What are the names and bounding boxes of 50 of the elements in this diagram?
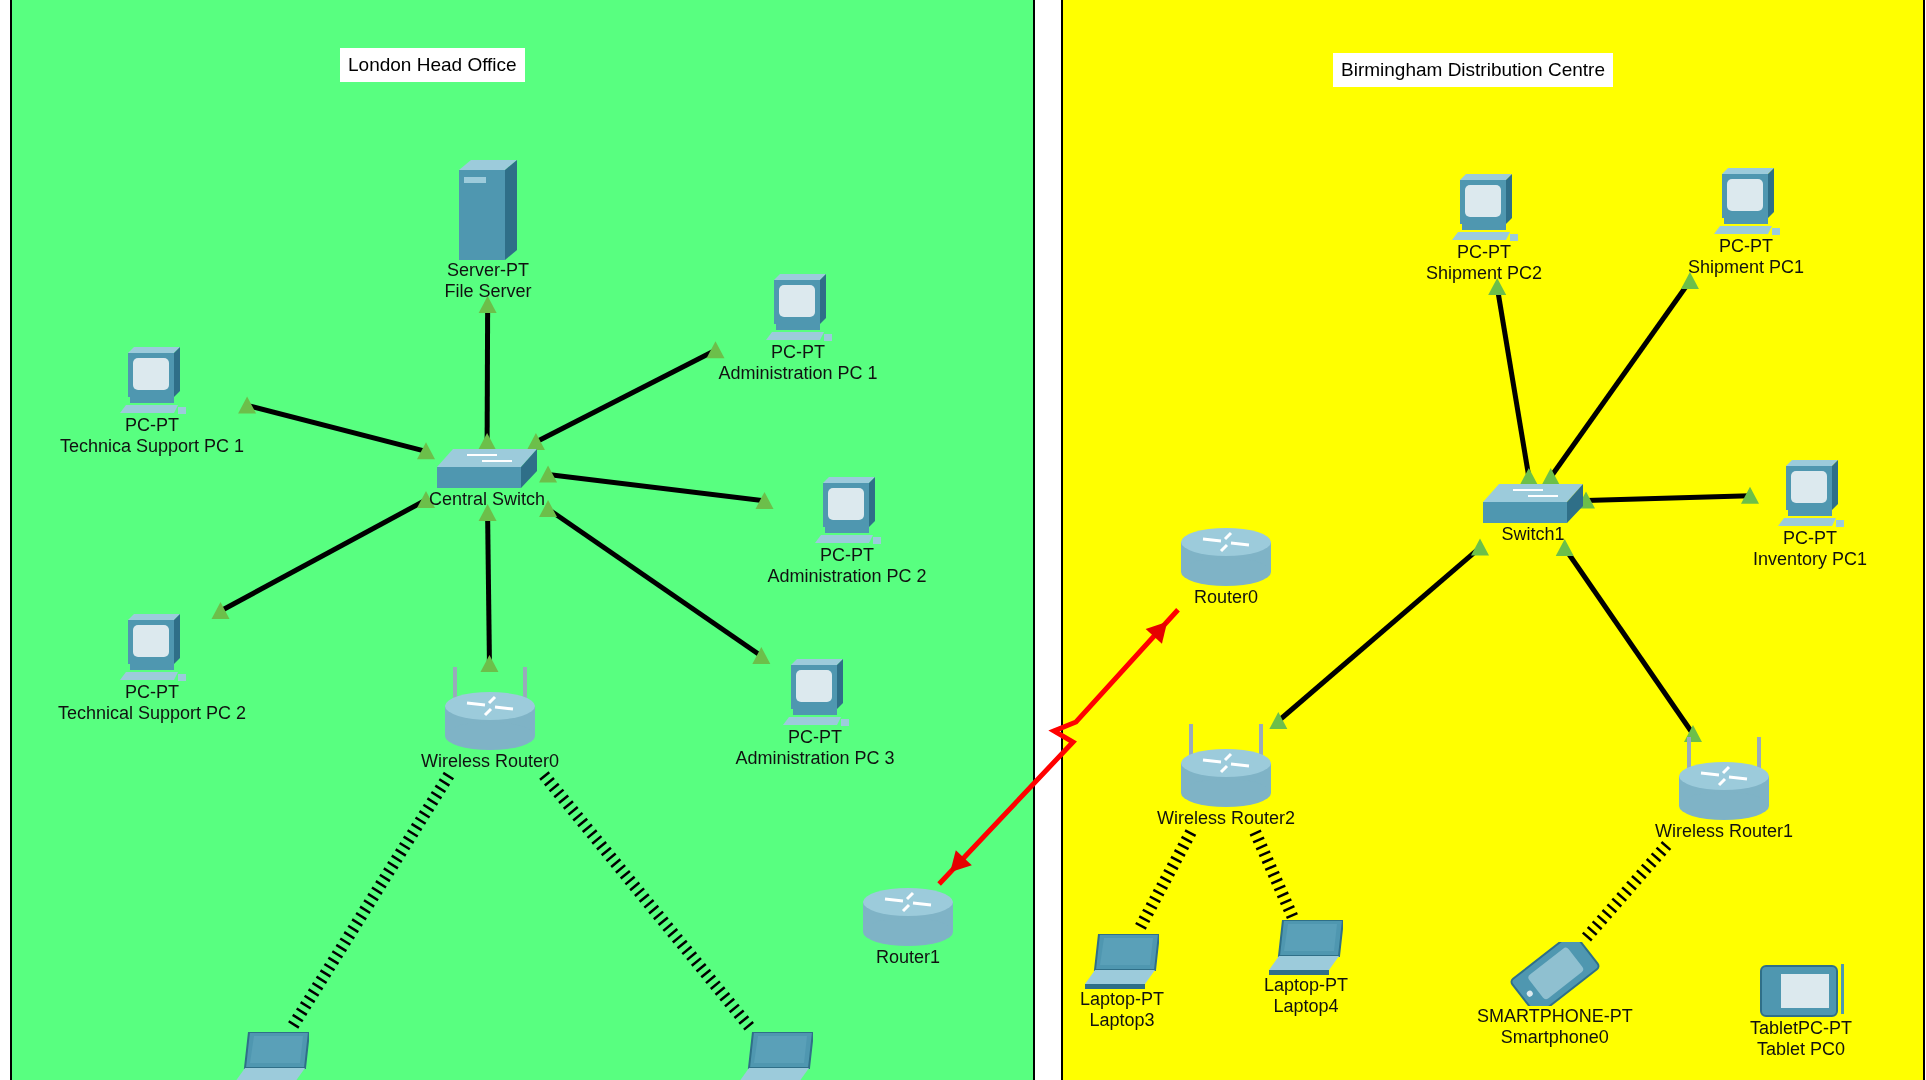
cable-line [1555,539,1702,742]
cable-line [478,296,497,450]
device-type-label: Laptop-PT [1080,989,1165,1010]
cable-line [1269,538,1489,729]
cable-line [526,341,725,450]
device-name-label: Router0 [1193,587,1258,608]
device-type-label: Server-PT [447,260,529,281]
cable-line [478,504,499,672]
device-type-label: PC-PT [125,682,180,703]
cable-line [539,465,774,509]
device-name-label: Wireless Router1 [1655,821,1794,842]
device-name-label: Router1 [875,947,940,968]
device-name-label: Technical Support PC 2 [58,703,247,724]
device-type-label: PC-PT [1719,236,1774,257]
device-name-label: Shipment PC1 [1688,257,1805,278]
site-area [10,0,1035,1080]
device-type-label: PC-PT [1457,242,1512,263]
serial-link [937,608,1180,886]
device-type-label: PC-PT [771,342,826,363]
device-name-label: Switch1 [1501,524,1565,545]
device-type-label: PC-PT [125,415,180,436]
device-name-label: Tablet PC0 [1757,1039,1846,1060]
device-name-label: Laptop3 [1089,1010,1155,1031]
device-name-label: File Server [444,281,532,302]
device-type-label: TabletPC-PT [1750,1018,1853,1039]
device-name-label: Laptop4 [1273,996,1339,1017]
cable-line [539,500,771,664]
cable-line [1541,272,1699,485]
device-name-label: Shipment PC2 [1426,263,1543,284]
device-name-label: Central Switch [429,489,546,510]
device-name-label: Administration PC 2 [767,566,927,587]
cable-line [1488,278,1538,485]
device-name-label: Wireless Router0 [421,751,560,772]
device-name-label: Smartphone0 [1500,1027,1609,1048]
wireless-link [1580,841,1672,943]
device-type-label: PC-PT [1783,528,1838,549]
device-name-label: Wireless Router2 [1157,808,1296,829]
device-type-label: PC-PT [820,545,875,566]
device-type-label: SMARTPHONE-PT [1477,1006,1633,1027]
site-area [1061,0,1925,1080]
site-title: London Head Office [340,48,525,82]
site-title: Birmingham Distribution Centre [1333,53,1613,87]
device-name-label: Technica Support PC 1 [60,436,245,457]
cable-line [211,490,435,619]
device-name-label: Administration PC 3 [735,748,895,769]
device-type-label: Laptop-PT [1264,975,1349,996]
device-type-label: PC-PT [788,727,843,748]
cable-line [238,396,435,460]
device-name-label: Administration PC 1 [718,363,878,384]
device-name-label: Inventory PC1 [1753,549,1868,570]
